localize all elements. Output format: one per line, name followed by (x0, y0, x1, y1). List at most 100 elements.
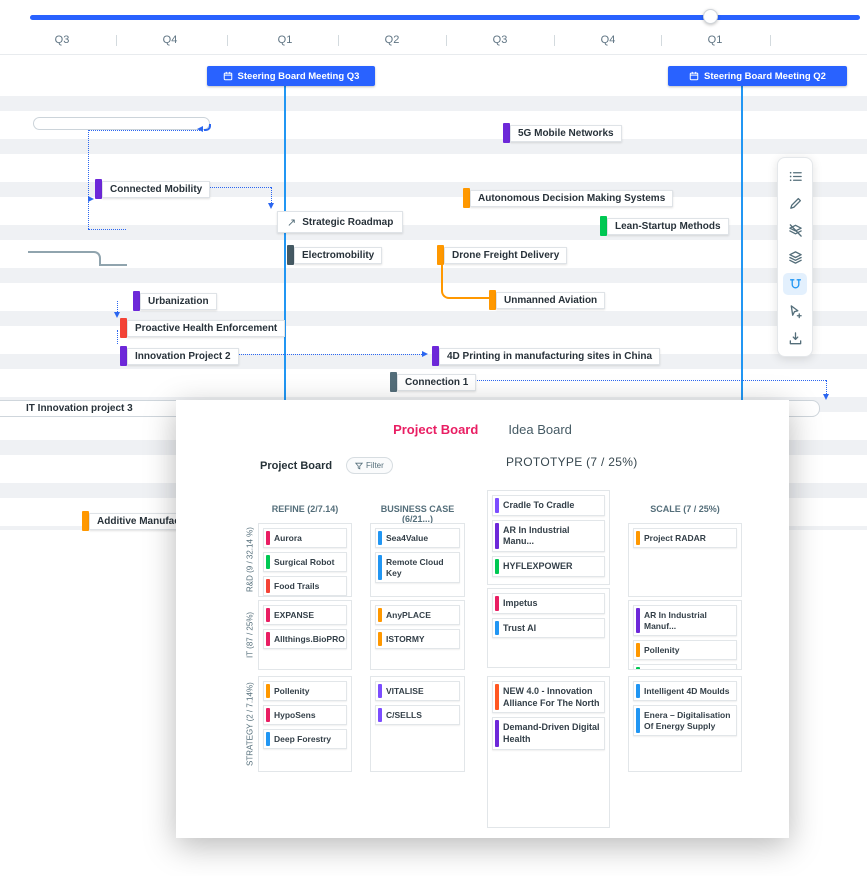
roadmap-item-4d-printing-china[interactable]: 4D Printing in manufacturing sites in Ch… (432, 346, 661, 366)
roadmap-item-strategic-roadmap[interactable]: ↗ Strategic Roadmap (277, 211, 404, 233)
timeline-scrollbar-track[interactable] (30, 15, 860, 20)
project-card-advanced-driver-assistance[interactable]: Advanced Driver-Assistance Systems (A...… (633, 664, 737, 669)
roadmap-item-additive-manufacturing[interactable]: Additive Manufact (82, 511, 192, 531)
card-label: Trust AI (503, 622, 537, 633)
project-card-enera[interactable]: Enera – Digitalisation Of Energy Supply (633, 705, 737, 737)
project-card-trust-ai[interactable]: Trust AI (492, 617, 605, 639)
roadmap-item-electromobility[interactable]: Electromobility (287, 245, 383, 265)
card-label: Cradle To Cradle (503, 500, 575, 510)
calendar-icon (223, 71, 232, 81)
project-card-project-radar[interactable]: Project RADAR (633, 528, 737, 549)
connector-line (88, 130, 89, 229)
project-card-sea4value[interactable]: Sea4Value (375, 528, 460, 549)
connections-icon[interactable] (783, 273, 807, 295)
board-tabs: Project Board Idea Board (176, 422, 789, 437)
roadmap-item-connected-mobility[interactable]: Connected Mobility (95, 179, 211, 199)
quarter-separator (116, 35, 117, 46)
project-card-ar-in-industrial-manuf[interactable]: AR In Industrial Manuf... (633, 605, 737, 637)
connector-line (88, 130, 200, 131)
quarter-separator (446, 35, 447, 46)
tab-idea-board[interactable]: Idea Board (508, 422, 572, 437)
card-label: Project RADAR (644, 533, 706, 543)
project-card-c-sells[interactable]: C/SELLS (375, 705, 460, 726)
project-card-anyplace[interactable]: AnyPLACE (375, 605, 460, 626)
item-label: Electromobility (294, 246, 383, 264)
project-card-allthings-biopro[interactable]: Allthings.BioPRO (263, 629, 347, 650)
project-card-pollenity-scale[interactable]: Pollenity (633, 640, 737, 661)
roadmap-item-lean-startup-methods[interactable]: Lean-Startup Methods (600, 216, 729, 236)
card-label: Sea4Value (386, 533, 429, 543)
cell-scale-it: AR In Industrial Manuf... Pollenity Adva… (628, 600, 742, 670)
timeline-scrollbar-knob[interactable] (703, 9, 718, 24)
card-label: EXPANSE (274, 610, 314, 620)
cell-scale-strategy: Intelligent 4D Moulds Enera – Digitalisa… (628, 676, 742, 772)
item-color-bar (503, 123, 510, 143)
card-color-bar (378, 555, 382, 581)
roadmap-item-proactive-health-enforcement[interactable]: Proactive Health Enforcement (120, 318, 286, 338)
project-card-aurora[interactable]: Aurora (263, 528, 347, 549)
project-card-istormy[interactable]: ISTORMY (375, 629, 460, 650)
row-group-strategy: STRATEGY (2 / 7.14%) (245, 682, 255, 766)
roadmap-item-drone-freight-delivery[interactable]: Drone Freight Delivery (437, 245, 568, 265)
project-card-intelligent-4d-moulds[interactable]: Intelligent 4D Moulds (633, 681, 737, 702)
tab-project-board[interactable]: Project Board (393, 422, 479, 437)
card-color-bar (266, 632, 270, 647)
timeline-quarter: Q1 (277, 34, 293, 46)
project-card-impetus[interactable]: Impetus (492, 593, 605, 614)
milestone-steering-board-meeting-q2[interactable]: Steering Board Meeting Q2 (668, 66, 847, 86)
project-card-pollenity[interactable]: Pollenity (263, 681, 347, 702)
card-color-bar (495, 522, 499, 550)
project-card-vitalise[interactable]: VITALISE (375, 681, 460, 702)
project-card-cradle-to-cradle[interactable]: Cradle To Cradle (492, 495, 605, 516)
legend-list-icon[interactable] (783, 165, 807, 187)
milestone-steering-board-meeting-q3[interactable]: Steering Board Meeting Q3 (207, 66, 375, 86)
card-color-bar (266, 555, 270, 570)
filter-button[interactable]: Filter (346, 457, 393, 474)
card-color-bar (636, 684, 640, 699)
project-card-ar-in-industrial[interactable]: AR In Industrial Manu... (492, 519, 605, 553)
card-label: C/SELLS (386, 710, 422, 721)
layers-icon[interactable] (783, 246, 807, 268)
roadmap-item-connection-1[interactable]: Connection 1 (390, 372, 477, 392)
roadmap-item-urbanization[interactable]: Urbanization (133, 291, 217, 311)
project-card-surgical-robot[interactable]: Surgical Robot (263, 552, 347, 573)
project-card-new-4-0[interactable]: NEW 4.0 - Innovation Alliance For The No… (492, 681, 605, 714)
cursor-sparkle-icon[interactable] (783, 300, 807, 322)
roadmap-item-unmanned-aviation[interactable]: Unmanned Aviation (489, 290, 606, 310)
connector-line (88, 229, 126, 230)
cell-strategy-business-case: VITALISE C/SELLS (370, 676, 465, 772)
connector-arrow (197, 126, 203, 132)
item-color-bar (437, 245, 444, 265)
edit-pencil-icon[interactable] (783, 192, 807, 214)
card-color-bar (636, 643, 640, 658)
project-card-hyposens[interactable]: HypoSens (263, 705, 347, 726)
card-color-bar (495, 620, 499, 636)
quarter-separator (554, 35, 555, 46)
project-card-remote-cloud-key[interactable]: Remote Cloud Key (375, 552, 460, 584)
card-label: Intelligent 4D Moulds (644, 686, 730, 696)
project-card-expanse[interactable]: EXPANSE (263, 605, 347, 626)
card-label: Advanced Driver-Assistance Systems (A...… (640, 665, 736, 669)
card-color-bar (378, 708, 382, 723)
project-card-demand-driven-digital-health[interactable]: Demand-Driven Digital Health (492, 717, 605, 750)
card-color-bar (266, 684, 270, 699)
export-tray-icon[interactable] (783, 327, 807, 349)
timeline-quarter: Q4 (162, 34, 178, 46)
roadmap-item-autonomous-decision-making[interactable]: Autonomous Decision Making Systems (463, 188, 674, 208)
card-label: Allthings.BioPRO (274, 634, 345, 645)
empty-roadmap-bar[interactable] (33, 117, 210, 130)
card-color-bar (495, 684, 499, 711)
timeline-quarter: Q3 (54, 34, 70, 46)
card-color-bar (636, 708, 640, 734)
project-card-deep-forestry[interactable]: Deep Forestry (263, 729, 347, 750)
layers-off-icon[interactable] (783, 219, 807, 241)
roadmap-item-innovation-project-2[interactable]: Innovation Project 2 (120, 346, 239, 366)
project-board-panel: Project Board Idea Board Project Board F… (176, 400, 789, 838)
card-label: NEW 4.0 - Innovation Alliance For The No… (503, 686, 600, 708)
roadmap-item-5g-mobile-networks[interactable]: 5G Mobile Networks (503, 123, 622, 143)
item-color-bar (432, 346, 439, 366)
item-label: Connected Mobility (102, 180, 211, 198)
project-card-hyflexpower[interactable]: HYFLEXPOWER (492, 556, 605, 577)
project-card-food-trails[interactable]: Food Trails (263, 576, 347, 596)
card-color-bar (266, 732, 270, 747)
